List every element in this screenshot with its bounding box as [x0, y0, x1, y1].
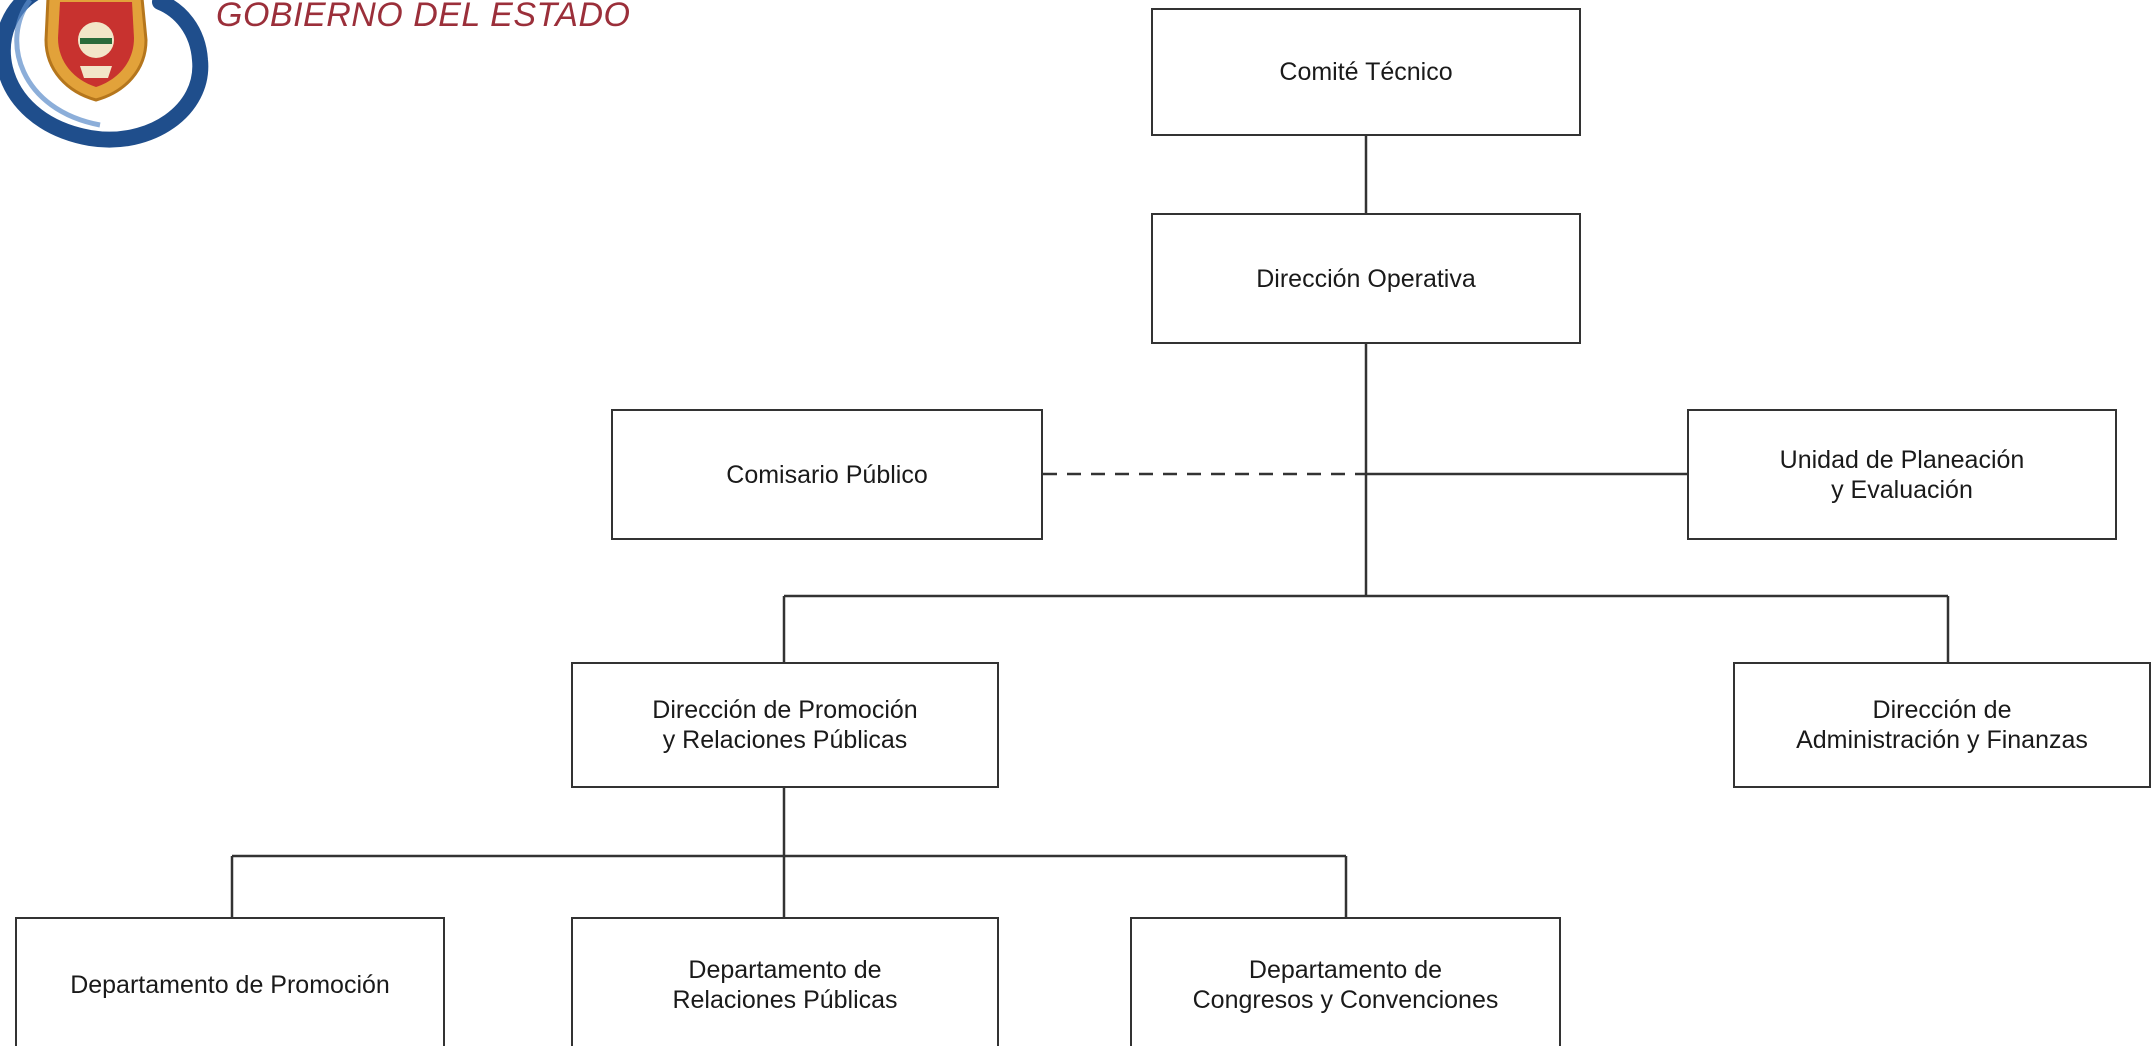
node-depto-promocion: Departamento de Promoción [15, 917, 445, 1046]
node-label: Comisario Público [726, 460, 928, 489]
node-comisario-publico: Comisario Público [611, 409, 1043, 540]
state-coat-of-arms-logo [0, 0, 209, 148]
node-label: Dirección de Promoción y Relaciones Públ… [652, 696, 918, 754]
government-header-title: GOBIERNO DEL ESTADO [216, 0, 631, 34]
node-label: Departamento de Promoción [70, 970, 390, 999]
node-unidad-planeacion: Unidad de Planeación y Evaluación [1687, 409, 2117, 540]
node-depto-relaciones: Departamento de Relaciones Públicas [571, 917, 999, 1046]
node-comite-tecnico: Comité Técnico [1151, 8, 1581, 136]
node-label: Departamento de Relaciones Públicas [672, 955, 898, 1014]
node-depto-congresos: Departamento de Congresos y Convenciones [1130, 917, 1561, 1046]
node-label: Dirección de Administración y Finanzas [1796, 696, 2088, 754]
node-direccion-promocion: Dirección de Promoción y Relaciones Públ… [571, 662, 999, 788]
node-label: Dirección Operativa [1256, 264, 1476, 293]
node-label: Departamento de Congresos y Convenciones [1192, 955, 1499, 1014]
node-direccion-administracion: Dirección de Administración y Finanzas [1733, 662, 2151, 788]
node-label: Comité Técnico [1279, 58, 1453, 86]
node-label: Unidad de Planeación y Evaluación [1779, 445, 2025, 504]
node-direccion-operativa: Dirección Operativa [1151, 213, 1581, 344]
